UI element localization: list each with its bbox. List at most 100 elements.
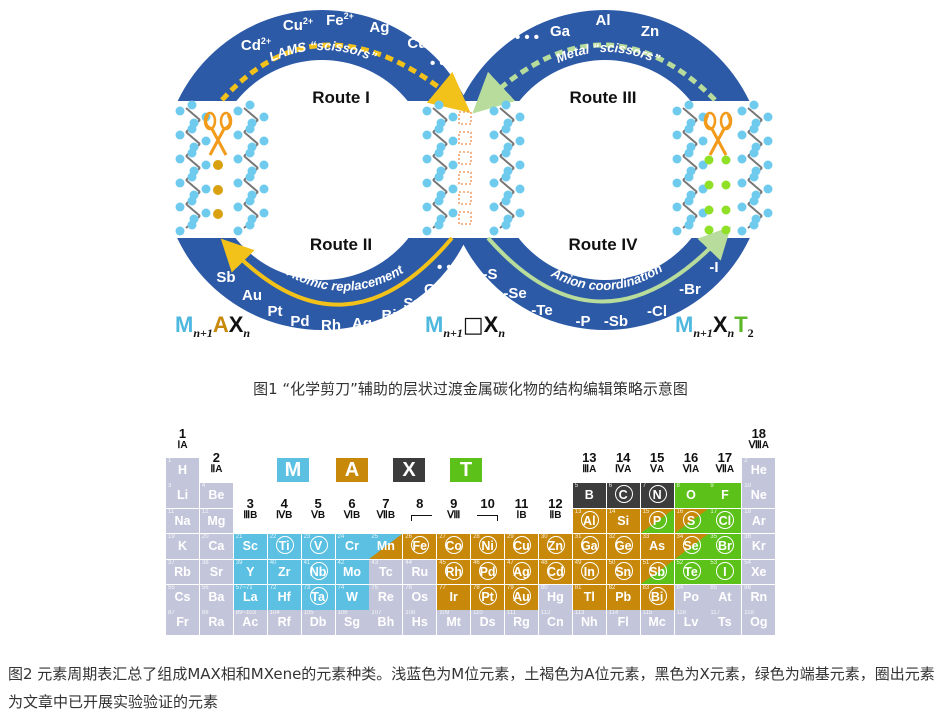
element-symbol: Na [174,513,191,528]
group-10-bracket [477,515,499,521]
atom [434,196,444,206]
element-symbol: Ag [513,564,530,579]
atomic-number: 48 [540,559,548,566]
element-symbol: Ir [449,590,458,604]
bond [243,131,259,145]
element-symbol: Sn [615,564,632,579]
element-symbol: Db [309,615,327,630]
atomic-number: 109 [439,610,450,617]
element-symbol: Pd [479,564,496,579]
replacement-element-label: • • • [437,259,461,276]
atom [175,106,185,116]
atom [515,160,525,170]
element-symbol: C [618,488,628,503]
element-symbol: N [652,488,662,503]
element-symbol: F [721,488,729,503]
atomic-number: 26 [405,534,412,541]
replacement-element-label: Ag [352,315,372,332]
atom [201,136,211,146]
element-symbol: Mg [207,513,226,528]
atomic-number: 6 [608,483,613,490]
element-symbol: Sg [344,615,360,630]
replacement-element-label: Sn [403,295,422,312]
atom [749,100,759,110]
atom [175,202,185,212]
atom [434,148,444,158]
bond [747,155,763,169]
atom [515,112,525,122]
bond [499,179,515,193]
element-symbol: P [652,513,662,528]
verified-circle-icon [648,561,667,580]
atom [233,154,243,164]
lams-ion-label: • • • [430,55,454,72]
element-symbol: Bh [377,615,395,630]
atom [245,148,255,158]
atom [233,202,243,212]
atom [737,178,747,188]
verified-circle-icon [513,561,531,580]
atom [187,196,197,206]
element-symbol: Pb [615,590,632,604]
element-symbol: Os [411,590,429,604]
vacancy-site [458,211,472,225]
element-symbol: Ga [580,539,598,554]
atomic-number: 46 [473,559,480,566]
atom [672,106,682,116]
element-symbol: Cr [345,539,359,554]
atom [501,100,511,110]
atom [187,148,197,158]
atom [501,172,511,182]
atom [448,160,458,170]
element-symbol: At [718,590,732,604]
element-symbol: Ni [481,539,494,554]
atomic-number: 23 [303,534,311,541]
bond [432,155,448,169]
atom [737,202,747,212]
element-symbol: Og [750,615,768,630]
atom [422,202,432,212]
replacement-element-label: Pt [268,303,283,320]
atomic-number: 14 [608,508,616,515]
atom [259,136,269,146]
scissors-icon [203,111,217,131]
atom [201,208,211,218]
bond [682,107,698,121]
atomic-number: 112 [540,610,551,617]
element-symbol: Ta [311,590,325,604]
bond [747,107,763,121]
bond [432,107,448,121]
verified-circle-icon [309,587,328,605]
element-symbol: Tl [583,590,595,604]
legend-t: T [450,458,482,482]
element-symbol: In [583,564,595,579]
replacement-element-label: Rh [321,317,341,334]
atom [684,100,694,110]
bond [432,179,448,193]
element-symbol: Sr [209,564,223,579]
anion-label: -I [709,259,718,276]
atom [489,178,499,188]
element-symbol: La [243,590,258,604]
